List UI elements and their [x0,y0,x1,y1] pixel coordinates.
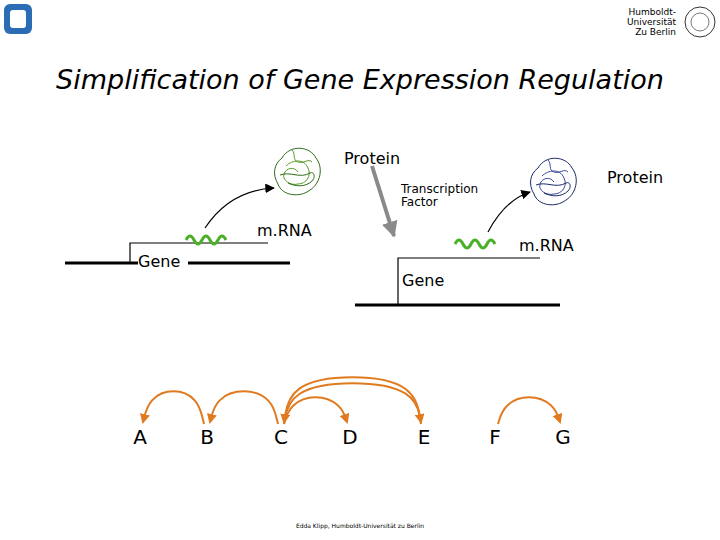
footer-note: Edda Klipp, Humboldt-Universität zu Berl… [240,523,480,530]
gene-node: D [337,424,363,450]
logo [4,4,32,34]
protein-label: Protein [607,169,687,187]
university-name: Humboldt- Universität Zu Berlin [626,8,676,38]
gene-letter: E [418,425,431,449]
protein-blob [531,158,577,205]
gene-letter: A [133,425,147,449]
gene-letter: F [489,425,501,449]
factor-label: Transcription Factor [401,183,491,209]
regulation-arc [143,391,204,424]
gene-right [355,258,560,305]
gene-letter: G [555,425,571,449]
slide-title: Simplification of Gene Expression Regula… [0,64,720,95]
regulation-arc [284,383,421,424]
regulation-arrow [372,166,394,236]
regulation-arc [210,391,278,424]
mrna-squiggle [455,240,495,248]
mrna-label: m.RNA [519,237,589,255]
logo-inner [10,10,26,28]
gene-label: Gene [402,272,452,290]
gene-node: C [268,424,294,450]
mrna-squiggle [186,236,226,244]
gene-letter: C [274,425,288,449]
gene-letter: B [200,425,214,449]
regulation-arc [284,377,421,424]
protein-blob [275,148,321,195]
translation-arrow [488,192,530,232]
gene-node: A [127,424,153,450]
gene-node: B [194,424,220,450]
regulation-arc [284,397,347,424]
regulation-arc [498,397,560,424]
university-seal [685,7,715,37]
gene-node: G [550,424,576,450]
gene-node: E [411,424,437,450]
gene-label: Gene [138,253,188,271]
gene-node: F [482,424,508,450]
protein-label: Protein [344,150,424,168]
mrna-label: m.RNA [257,222,327,240]
gene-letter: D [342,425,357,449]
